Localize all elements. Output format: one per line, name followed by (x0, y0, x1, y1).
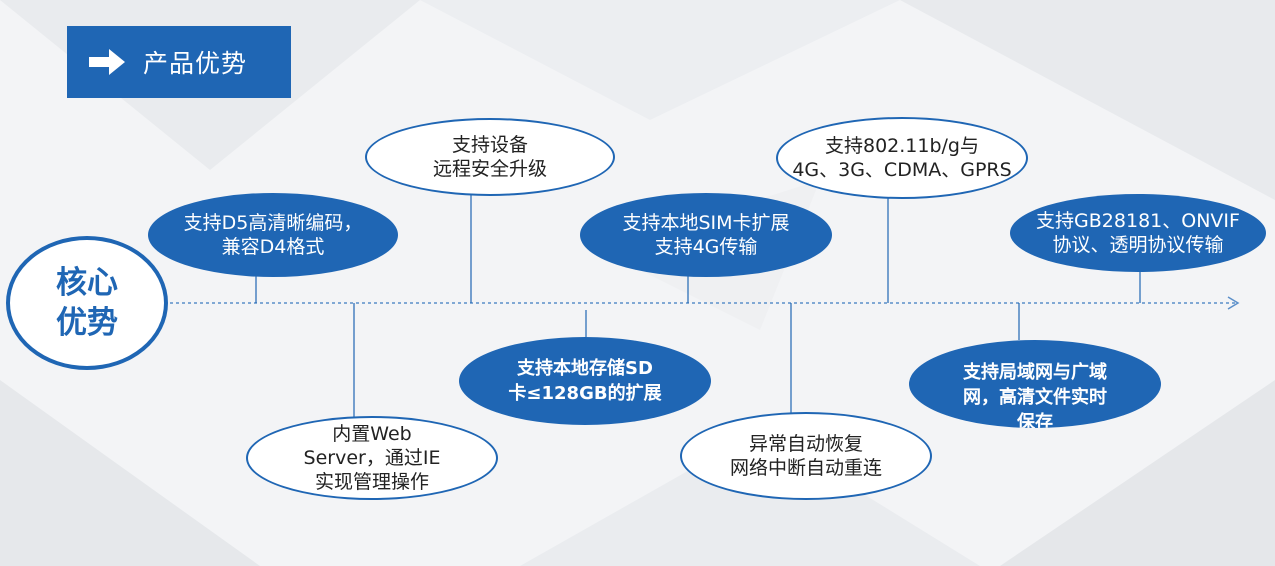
bubble-text: 网络中断自动重连 (729, 457, 882, 479)
bubble-text: Server，通过IE (303, 447, 441, 469)
section-title: 产品优势 (143, 49, 248, 78)
bubble-text: 支持D5高清晰编码， (183, 212, 363, 234)
bubble-text: 异常自动恢复 (748, 433, 863, 455)
bubble-protocols: 支持GB28181、ONVIF 协议、透明协议传输 (1010, 194, 1266, 272)
bubble-remote-upgrade: 支持设备 远程安全升级 (365, 118, 615, 196)
bubble-text: 支持本地SIM卡扩展 (622, 212, 790, 234)
bubble-text: 4G、3G、CDMA、GPRS (792, 159, 1012, 181)
section-header: 产品优势 (67, 26, 291, 98)
bubble-text: 支持GB28181、ONVIF (1036, 210, 1240, 232)
bubble-text: 兼容D4格式 (221, 236, 325, 258)
core-label-line2: 优势 (56, 305, 118, 341)
bubble-text: 支持设备 (451, 134, 528, 156)
timeline-arrowhead (1227, 296, 1240, 310)
bubble-web-server: 内置Web Server，通过IE 实现管理操作 (246, 416, 498, 500)
core-label-line1: 核心 (56, 265, 118, 301)
bubble-lan-wan: 支持局域网与广域 网，高清文件实时 保存 (909, 340, 1161, 428)
bubble-d5-encoding: 支持D5高清晰编码， 兼容D4格式 (148, 193, 398, 277)
bubble-sim-card: 支持本地SIM卡扩展 支持4G传输 (580, 193, 832, 277)
core-advantage-circle: 核心 优势 (6, 236, 168, 370)
bubble-text: 实现管理操作 (314, 471, 429, 493)
bubble-auto-reconnect: 异常自动恢复 网络中断自动重连 (680, 412, 932, 500)
bubble-text: 支持4G传输 (654, 236, 758, 258)
bubble-text: 支持802.11b/g与 (824, 135, 979, 157)
bubble-text: 协议、透明协议传输 (1052, 234, 1224, 256)
bubble-text: 内置Web (332, 423, 412, 445)
bubble-text: 远程安全升级 (432, 158, 547, 180)
bubble-text: 卡≤128GB的扩展 (508, 383, 662, 404)
bubble-text: 保存 (1017, 412, 1053, 428)
bubble-sd-storage: 支持本地存储SD 卡≤128GB的扩展 (459, 337, 711, 425)
arrow-right-icon (89, 49, 125, 75)
bubble-text: 网，高清文件实时 (963, 387, 1107, 408)
bubble-text: 支持局域网与广域 (963, 362, 1107, 383)
bubble-text: 支持本地存储SD (517, 358, 653, 379)
bubble-wireless: 支持802.11b/g与 4G、3G、CDMA、GPRS (776, 117, 1028, 199)
